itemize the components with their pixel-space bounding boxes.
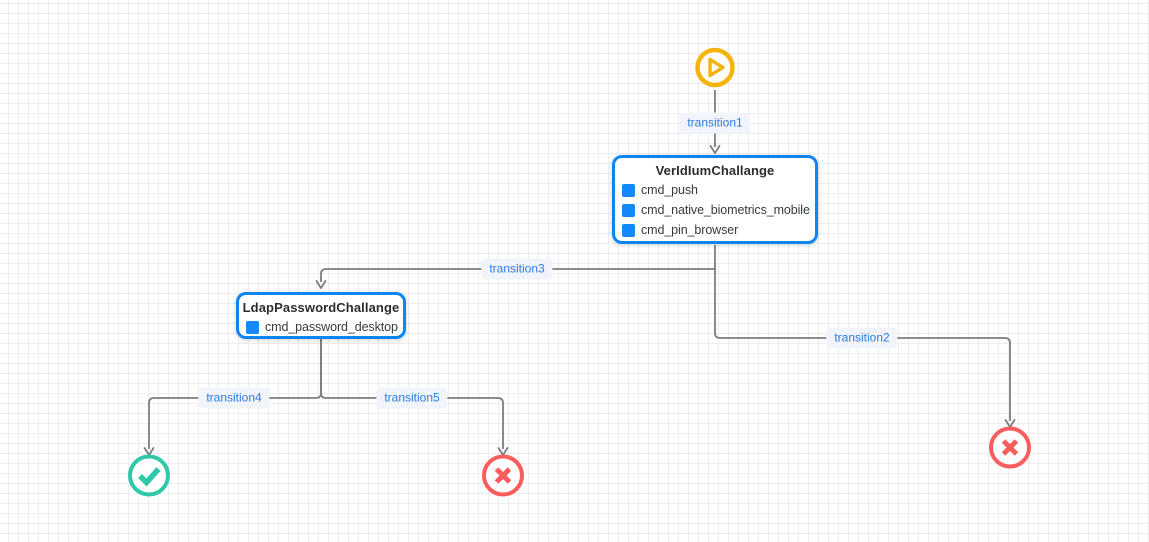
command-icon: [622, 183, 635, 197]
state-title: VerIdIumChallange: [655, 163, 775, 178]
command-icon: [622, 223, 635, 237]
command-item[interactable]: cmd_pin_browser: [622, 220, 811, 240]
command-item[interactable]: cmd_password_desktop: [246, 317, 399, 337]
state-title: LdapPasswordChallange: [242, 300, 400, 315]
command-item[interactable]: cmd_push: [622, 180, 811, 200]
command-list: cmd_password_desktop: [239, 315, 403, 341]
start-node[interactable]: [693, 45, 738, 95]
start-play-icon: [695, 47, 735, 88]
arrowhead-icon: [709, 145, 721, 154]
command-icon: [246, 320, 259, 334]
edge-label-transition2[interactable]: transition2: [826, 327, 898, 349]
command-list: cmd_push cmd_native_biometrics_mobile cm…: [615, 178, 815, 244]
edge-label-transition5[interactable]: transition5: [376, 387, 448, 409]
command-label: cmd_password_desktop: [265, 320, 398, 334]
command-label: cmd_native_biometrics_mobile: [641, 203, 810, 217]
success-end-node[interactable]: [126, 453, 172, 504]
command-label: cmd_pin_browser: [641, 223, 739, 237]
arrowhead-icon: [315, 280, 327, 289]
check-icon: [128, 454, 170, 497]
edge-label-transition4[interactable]: transition4: [198, 387, 270, 409]
edge-label-transition3[interactable]: transition3: [481, 258, 553, 280]
state-node-ldap-password-challenge[interactable]: LdapPasswordChallange cmd_password_deskt…: [236, 292, 406, 339]
failure-end-node-bottom[interactable]: [480, 453, 526, 504]
command-icon: [622, 203, 635, 217]
failure-end-node-right[interactable]: [987, 425, 1033, 476]
command-label: cmd_push: [641, 183, 698, 197]
edge-transition3[interactable]: [315, 268, 716, 289]
x-icon: [482, 454, 524, 497]
command-item[interactable]: cmd_native_biometrics_mobile: [622, 200, 811, 220]
edge-label-transition1[interactable]: transition1: [679, 112, 751, 134]
x-icon: [989, 426, 1031, 469]
state-node-veridium-challenge[interactable]: VerIdIumChallange cmd_push cmd_native_bi…: [612, 155, 818, 244]
